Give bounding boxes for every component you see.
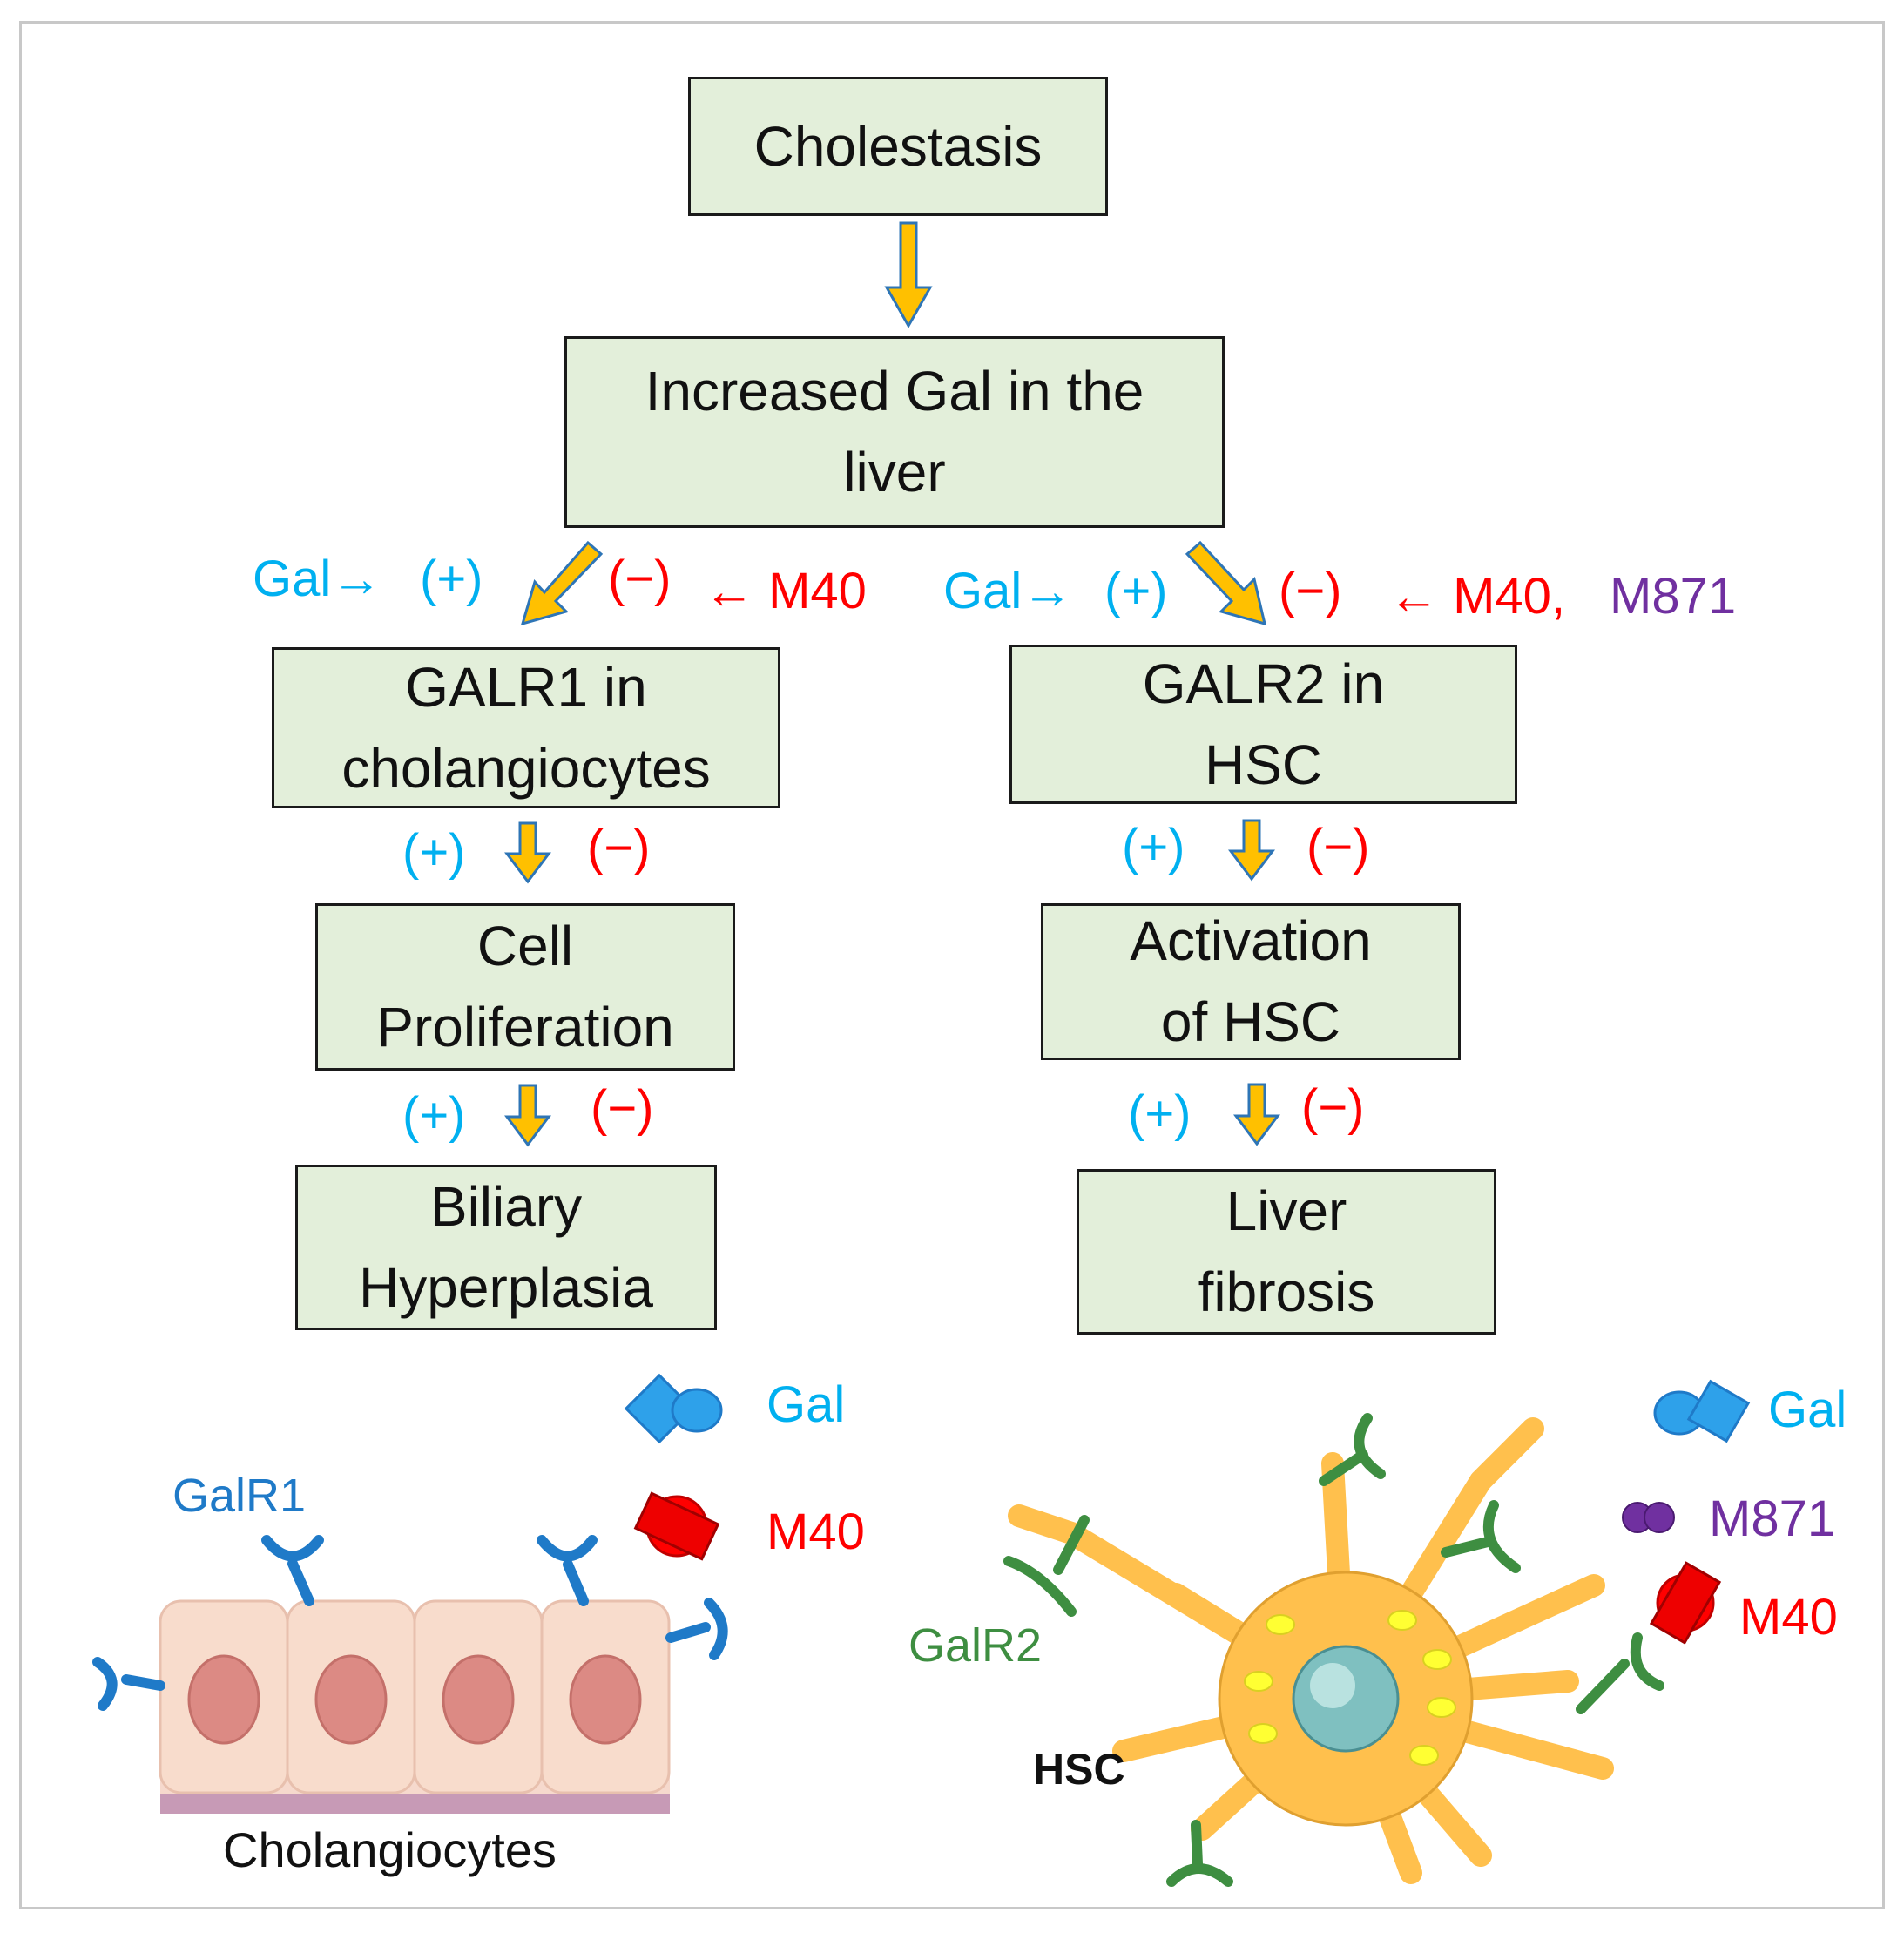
arrow-activation-to-fibrosis — [1233, 1083, 1280, 1146]
label-hsc: HSC — [1033, 1745, 1125, 1794]
box-galr2-line1: GALR2 in — [1142, 652, 1385, 715]
box-liver-fibrosis: Liver fibrosis — [1077, 1169, 1496, 1335]
label-cholangiocytes: Cholangiocytes — [223, 1822, 557, 1877]
label-plus-biliary: (+) — [402, 1087, 466, 1144]
box-cholestasis-text: Cholestasis — [753, 114, 1043, 178]
label-minus-galr1: (−) — [608, 551, 672, 607]
label-minus-biliary: (−) — [591, 1080, 654, 1137]
legend-gal-right: Gal — [1768, 1382, 1847, 1438]
galr1-receptor-icon — [537, 1535, 598, 1606]
box-galr2: GALR2 in HSC — [1009, 645, 1517, 804]
arrow-galr1-to-prolif — [504, 821, 551, 884]
box-increased-gal-line1: Increased Gal in the — [645, 360, 1144, 423]
galr1-receptor-icon — [665, 1598, 728, 1660]
legend-m40-right: M40 — [1739, 1589, 1838, 1646]
legend-m40-left: M40 — [766, 1504, 865, 1560]
label-plus-fibrosis: (+) — [1128, 1085, 1192, 1142]
gal-molecule-icon-right — [1653, 1379, 1751, 1443]
label-minus-prolif: (−) — [587, 820, 651, 876]
arrow-gal-to-galr2 — [1185, 540, 1267, 626]
cholangiocytes-cells — [159, 1599, 671, 1814]
box-activation-hsc-line1: Activation — [1130, 909, 1372, 973]
box-galr1-line2: cholangiocytes — [341, 736, 711, 800]
label-minus-fibrosis: (−) — [1301, 1079, 1365, 1136]
label-gal-arrow-right: Gal→ — [943, 563, 1073, 619]
box-increased-gal: Increased Gal in the liver — [564, 336, 1225, 528]
arrow-galr2-to-activation — [1228, 819, 1275, 882]
galr1-receptors — [92, 1535, 728, 1711]
label-m871-right: M871 — [1610, 568, 1737, 625]
label-m40-arrow-right: ← M40, — [1388, 568, 1566, 625]
cholangiocyte-nucleus — [442, 1654, 515, 1745]
galr2-receptor-icon — [1166, 1820, 1233, 1887]
m40-molecule-icon-left — [633, 1491, 720, 1561]
label-galr1: GalR1 — [172, 1470, 307, 1522]
label-plus-activation: (+) — [1122, 819, 1185, 875]
label-plus-galr1: (+) — [420, 551, 483, 607]
box-biliary-hyperplasia: Biliary Hyperplasia — [295, 1165, 717, 1330]
galr1-receptor-icon — [92, 1657, 165, 1711]
box-activation-hsc-line2: of HSC — [1160, 990, 1341, 1053]
hsc-cell — [1008, 1417, 1614, 1884]
legend-gal-left: Gal — [766, 1376, 846, 1433]
box-cell-proliferation-line2: Proliferation — [376, 996, 674, 1058]
cholangiocyte-nucleus — [314, 1654, 388, 1745]
box-increased-gal-line2: liver — [843, 441, 946, 504]
label-plus-prolif: (+) — [402, 824, 466, 881]
box-cell-proliferation-line1: Cell — [476, 915, 574, 978]
galr2-receptor-icon — [1441, 1500, 1521, 1573]
box-liver-fibrosis-line2: fibrosis — [1198, 1261, 1375, 1323]
box-biliary-line1: Biliary — [429, 1175, 583, 1239]
arrow-prolif-to-biliary — [504, 1084, 551, 1147]
label-gal-arrow-left: Gal→ — [253, 551, 382, 607]
arrow-gal-to-galr1 — [520, 540, 604, 626]
arrow-cholestasis-to-gal — [884, 221, 933, 329]
m871-molecule-icon — [1622, 1502, 1675, 1533]
box-cell-proliferation: Cell Proliferation — [315, 903, 735, 1071]
box-galr1-line1: GALR1 in — [405, 655, 647, 719]
box-galr1: GALR1 in cholangiocytes — [272, 647, 780, 808]
cholangiocyte-nucleus — [569, 1654, 642, 1745]
box-liver-fibrosis-line1: Liver — [1225, 1179, 1347, 1243]
m40-molecule-icon-right — [1649, 1561, 1722, 1645]
galr1-receptor-icon — [261, 1535, 324, 1606]
cholangiocyte-nucleus — [187, 1654, 260, 1745]
label-m40-arrow-left: ← M40 — [704, 563, 867, 619]
gal-molecule-icon-left — [624, 1373, 723, 1444]
box-activation-hsc: Activation of HSC — [1041, 903, 1461, 1060]
box-galr2-line2: HSC — [1204, 733, 1323, 796]
box-biliary-line2: Hyperplasia — [359, 1256, 653, 1319]
galr2-receptor-icon — [1319, 1413, 1386, 1486]
label-minus-activation: (−) — [1306, 819, 1370, 875]
label-minus-galr2: (−) — [1279, 563, 1342, 619]
label-galr2: GalR2 — [908, 1619, 1043, 1672]
box-cholestasis: Cholestasis — [688, 77, 1108, 216]
galr2-receptor-icon — [1576, 1632, 1664, 1714]
galr2-receptor-icon — [1003, 1515, 1090, 1617]
figure-frame — [19, 21, 1885, 1909]
label-plus-galr2: (+) — [1104, 563, 1168, 619]
legend-m871-right: M871 — [1709, 1490, 1836, 1547]
galr2-receptors — [1003, 1413, 1664, 1887]
